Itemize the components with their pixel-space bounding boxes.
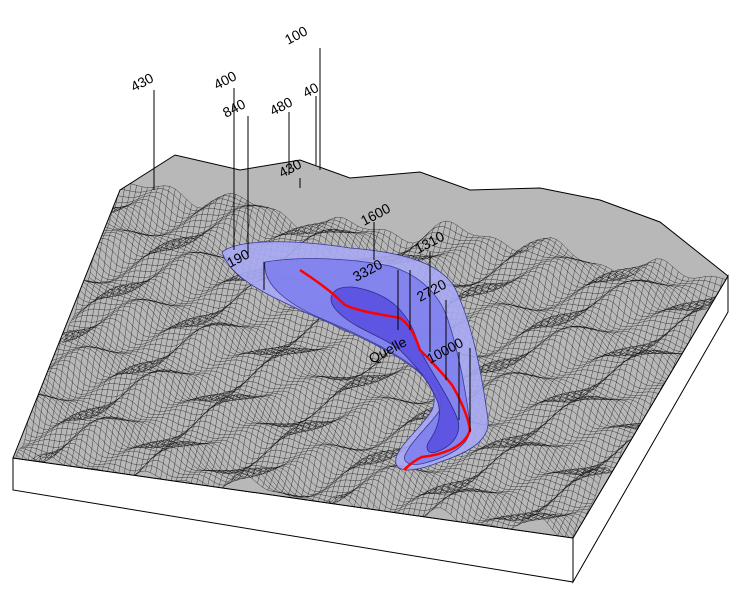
label-40: 40 (300, 79, 321, 101)
label-840: 840 (220, 95, 248, 120)
label-480: 480 (267, 93, 295, 118)
label-100: 100 (282, 22, 310, 47)
flow-path-line (299, 268, 472, 471)
label-400: 400 (211, 67, 239, 92)
label-pins (153, 48, 471, 432)
label-430-left: 430 (128, 69, 156, 94)
plume-contour-mid (264, 258, 471, 465)
